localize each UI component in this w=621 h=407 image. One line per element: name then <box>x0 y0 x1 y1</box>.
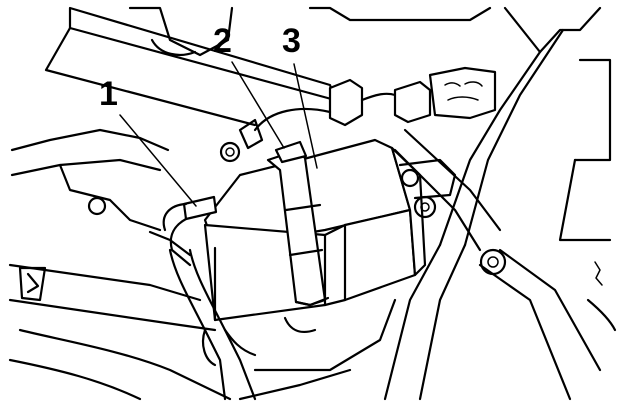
leader-line-2 <box>231 61 285 149</box>
callout-label-3: 3 <box>282 22 301 60</box>
callout-label-1: 1 <box>99 75 118 113</box>
leader-line-3 <box>293 63 318 169</box>
chassis-frame <box>8 6 617 401</box>
retaining-band <box>266 140 330 307</box>
coupler <box>162 195 257 401</box>
control-module <box>203 118 457 334</box>
leader-lines <box>119 61 318 207</box>
callout-label-2: 2 <box>213 22 232 60</box>
callout-labels: 1 2 3 <box>99 22 301 113</box>
wire-harness-connector <box>253 66 497 132</box>
leader-line-1 <box>119 114 197 207</box>
